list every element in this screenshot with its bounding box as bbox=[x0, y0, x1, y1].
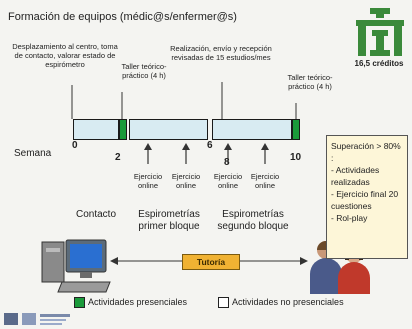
tick-6: 6 bbox=[207, 140, 213, 151]
legend-in-person-swatch bbox=[74, 297, 85, 308]
legend-in-person-label: Actividades presenciales bbox=[88, 297, 188, 307]
tick-2: 2 bbox=[115, 152, 121, 163]
computer-icon bbox=[41, 239, 111, 293]
phase-block-2: Espirometrías segundo bloque bbox=[217, 209, 289, 232]
tick-10: 10 bbox=[290, 152, 302, 163]
success-item-1: - Actividades realizadas bbox=[331, 165, 380, 187]
tick-0: 0 bbox=[72, 140, 78, 151]
note-workshop-1: Taller teórico-práctico (4 h) bbox=[121, 62, 167, 80]
diagram-title: Formación de equipos (médic@s/enfermer@s… bbox=[8, 11, 237, 23]
week-axis-label: Semana bbox=[14, 148, 52, 159]
exercise-1: Ejercicio online bbox=[133, 172, 163, 190]
phase-block-1: Espirometrías primer bloque bbox=[138, 209, 200, 232]
exercise-4: Ejercicio online bbox=[250, 172, 280, 190]
success-item-3: - Rol-play bbox=[331, 213, 368, 223]
segment-block-2 bbox=[212, 119, 292, 140]
segment-contact bbox=[73, 119, 119, 140]
organization-logo-icon bbox=[356, 8, 404, 56]
note-studies: Realización, envío y recepción revisadas… bbox=[170, 44, 272, 62]
exercise-3: Ejercicio online bbox=[213, 172, 243, 190]
credits-label: 16,5 créditos bbox=[354, 59, 404, 68]
exercise-2: Ejercicio online bbox=[171, 172, 201, 190]
legend-remote-label: Actividades no presenciales bbox=[232, 297, 344, 307]
note-start: Desplazamiento al centro, toma de contac… bbox=[12, 42, 118, 69]
success-heading: Superación > 80% : bbox=[331, 141, 401, 163]
tutoria-badge: Tutoría bbox=[182, 254, 240, 270]
legend-remote-swatch bbox=[218, 297, 229, 308]
tick-8: 8 bbox=[224, 157, 230, 168]
footer-logo-icon bbox=[4, 313, 70, 325]
segment-workshop-2 bbox=[292, 119, 300, 140]
note-workshop-2: Taller teórico-práctico (4 h) bbox=[287, 73, 333, 91]
segment-block-1 bbox=[129, 119, 208, 140]
success-item-2: - Ejercicio final 20 cuestiones bbox=[331, 189, 399, 211]
segment-workshop-1 bbox=[119, 119, 127, 140]
phase-contact: Contacto bbox=[75, 209, 117, 220]
success-criteria-box: Superación > 80% : - Actividades realiza… bbox=[326, 135, 408, 259]
